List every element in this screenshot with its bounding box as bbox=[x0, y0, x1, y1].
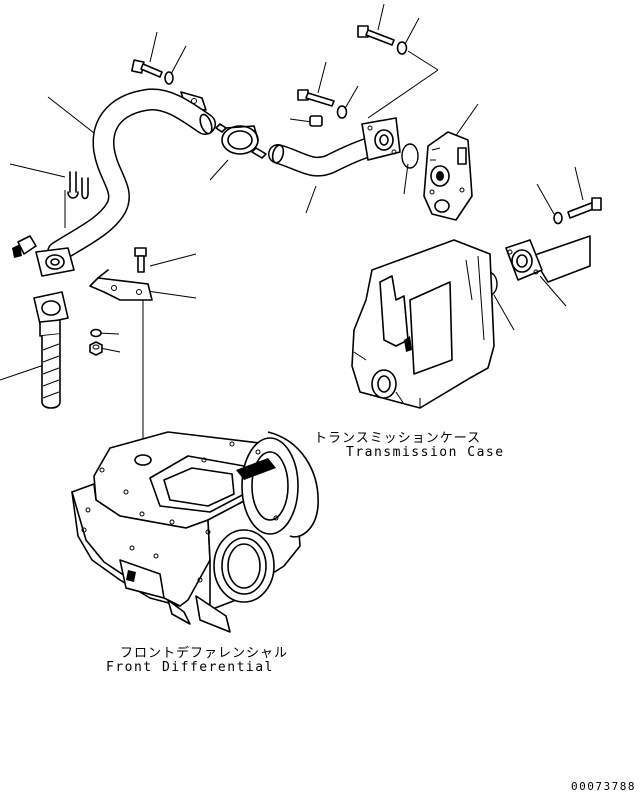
hose-clip bbox=[67, 171, 89, 200]
bolt-center-top bbox=[297, 89, 335, 107]
bolt-middle bbox=[134, 247, 147, 273]
center-pipe-flange bbox=[361, 117, 401, 161]
transmission-case-label-jp: トランスミッションケース bbox=[314, 431, 482, 446]
pipe-flange-left bbox=[12, 235, 75, 277]
washer-left-top bbox=[164, 71, 174, 85]
nut-left-lower bbox=[89, 341, 103, 356]
front-differential-label-en: Front Differential bbox=[106, 660, 274, 675]
bolt-left-top bbox=[131, 59, 163, 78]
washer-top-right bbox=[396, 41, 408, 55]
lower-hose-flange bbox=[33, 291, 69, 337]
front-differential-label-jp: フロントデファレンシャル bbox=[120, 646, 289, 661]
valve-block bbox=[423, 131, 473, 221]
bolt-right bbox=[567, 197, 602, 219]
fitting-small bbox=[309, 115, 323, 127]
elbow-pipe-right bbox=[505, 235, 591, 283]
washer-center-top bbox=[336, 105, 348, 119]
lower-hose bbox=[41, 334, 61, 409]
hose-clamp bbox=[215, 123, 267, 159]
transmission-case-label-en: Transmission Case bbox=[346, 445, 505, 460]
transmission-case bbox=[351, 239, 495, 409]
bolt-top-right bbox=[357, 25, 395, 46]
mounting-plate bbox=[89, 269, 153, 301]
center-pipe bbox=[268, 134, 388, 177]
upper-pipe bbox=[47, 88, 216, 263]
washer-right bbox=[553, 211, 563, 225]
washer-left-lower bbox=[90, 328, 102, 338]
drawing-number: 00073788 bbox=[571, 780, 636, 793]
front-differential bbox=[71, 431, 319, 633]
o-ring-center bbox=[401, 143, 419, 169]
